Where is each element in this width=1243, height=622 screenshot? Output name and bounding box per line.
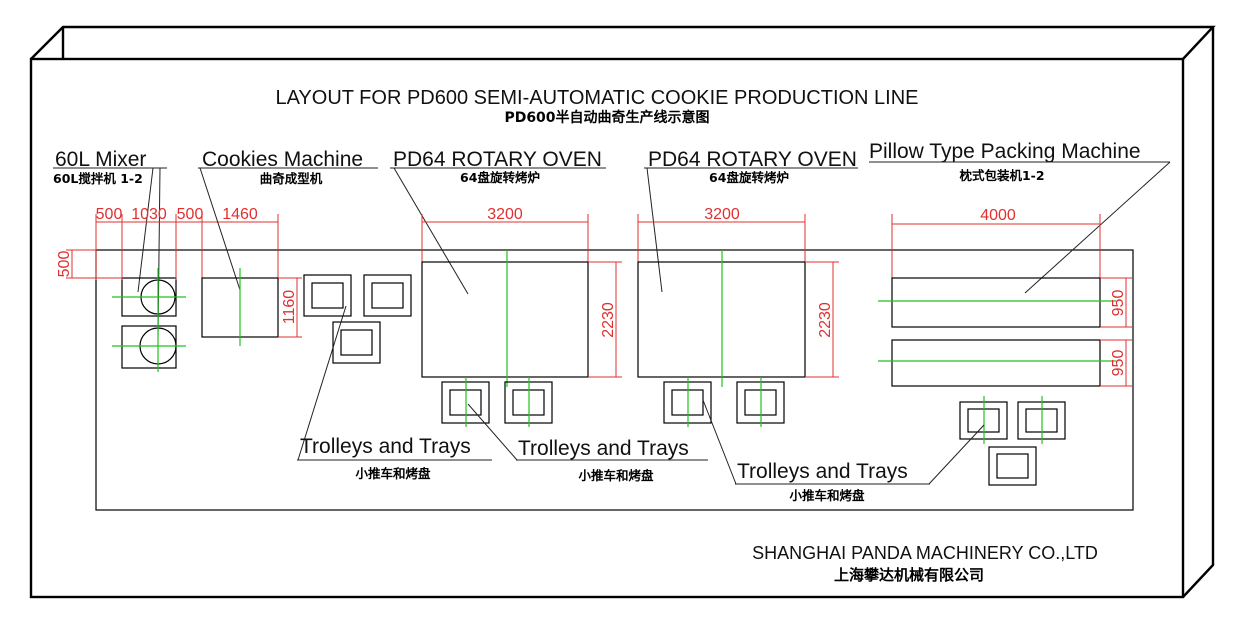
oven-1-label: PD64 ROTARY OVEN	[393, 148, 602, 171]
mixer-dimensions: 500 1030 500 1460 500	[56, 206, 279, 280]
trolley-3e	[988, 446, 1037, 486]
trolley-1b-tray	[371, 282, 404, 309]
trolleys-3-leader-b	[928, 424, 985, 485]
trolleys-2-leader	[467, 403, 518, 461]
company-name: SHANGHAI PANDA MACHINERY CO.,LTD	[752, 543, 1098, 563]
oven-2-label: PD64 ROTARY OVEN	[648, 148, 857, 171]
box-frame	[29, 25, 1216, 599]
frame-top-back	[30, 25, 1216, 60]
trolleys-3-leader-a	[702, 399, 737, 485]
cookie-machine-label-cn: 曲奇成型机	[260, 171, 323, 186]
trolleys-1-label-cn: 小推车和烤盘	[354, 466, 431, 481]
oven-1-leader	[393, 167, 469, 295]
mixer-group: 60L Mixer 60L搅拌机 1-2	[53, 148, 186, 372]
dim-oven-2-width: 3200	[704, 206, 740, 223]
trolley-1a-tray	[311, 282, 344, 309]
packing-machine-group: Pillow Type Packing Machine 枕式包装机1-2 400…	[869, 140, 1171, 387]
dim-cookie-depth: 1160	[281, 290, 298, 325]
mixer-leader-1	[137, 167, 154, 293]
cookie-machine-leader	[199, 167, 241, 291]
packer-1-body	[891, 277, 1101, 328]
frame-right-back	[1182, 27, 1215, 598]
trolleys-group-3: Trolleys and Trays 小推车和烤盘	[663, 377, 1066, 503]
dim-oven-1-width: 3200	[487, 206, 523, 223]
trolleys-1-leader	[297, 305, 347, 461]
cookie-machine-label: Cookies Machine	[202, 148, 363, 171]
trolleys-3-label-cn: 小推车和烤盘	[788, 488, 865, 503]
floor-boundary	[95, 249, 1134, 511]
oven-2-label-cn: 64盘旋转烤炉	[709, 170, 789, 185]
frame-front	[29, 57, 1185, 599]
dim-mixer-width: 1030	[131, 206, 167, 223]
mixer-label: 60L Mixer	[55, 148, 146, 171]
trolleys-2-label: Trolleys and Trays	[518, 437, 689, 460]
dim-packer-1-depth: 950	[1110, 290, 1127, 317]
trolley-3e-tray	[996, 453, 1029, 479]
oven-2-group: PD64 ROTARY OVEN 64盘旋转烤炉 3200 2230	[637, 148, 858, 387]
oven-1-body	[421, 261, 589, 378]
oven-1-group: PD64 ROTARY OVEN 64盘旋转烤炉 3200 2230	[390, 148, 622, 387]
trolleys-group-1: Trolleys and Trays 小推车和烤盘	[297, 274, 492, 481]
trolleys-3-label: Trolleys and Trays	[737, 460, 908, 483]
company-name-cn: 上海攀达机械有限公司	[834, 566, 984, 584]
trolleys-1-label: Trolleys and Trays	[300, 435, 471, 458]
dim-mixer-to-cookie: 500	[177, 206, 204, 223]
packing-machine-leader	[1024, 161, 1171, 294]
oven-1-label-cn: 64盘旋转烤炉	[460, 170, 540, 185]
oven-2-leader	[646, 167, 663, 293]
dim-mixer-gap: 500	[96, 206, 123, 223]
dim-oven-1-depth: 2230	[600, 302, 617, 338]
trolleys-group-2: Trolleys and Trays 小推车和烤盘	[441, 377, 708, 483]
dim-cookie-width: 1460	[222, 206, 258, 223]
trolley-1b	[363, 274, 412, 317]
dim-packer-2-depth: 950	[1110, 350, 1127, 377]
dim-packer-width: 4000	[980, 207, 1016, 224]
trolleys-2-label-cn: 小推车和烤盘	[577, 468, 654, 483]
trolley-1c	[332, 321, 381, 364]
packing-machine-label-cn: 枕式包装机1-2	[959, 168, 1044, 183]
diagram-title: LAYOUT FOR PD600 SEMI-AUTOMATIC COOKIE P…	[275, 87, 918, 109]
packing-machine-label: Pillow Type Packing Machine	[869, 140, 1141, 163]
dim-oven-2-depth: 2230	[817, 302, 834, 338]
mixer-label-cn: 60L搅拌机 1-2	[53, 171, 143, 186]
cookie-machine-group: Cookies Machine 曲奇成型机 1160	[198, 148, 378, 346]
trolley-1c-tray	[340, 329, 373, 356]
diagram-title-cn: PD600半自动曲奇生产线示意图	[504, 109, 709, 126]
packer-2-body	[891, 339, 1101, 387]
dim-wall-offset: 500	[56, 251, 73, 278]
trolley-1a	[303, 274, 352, 317]
